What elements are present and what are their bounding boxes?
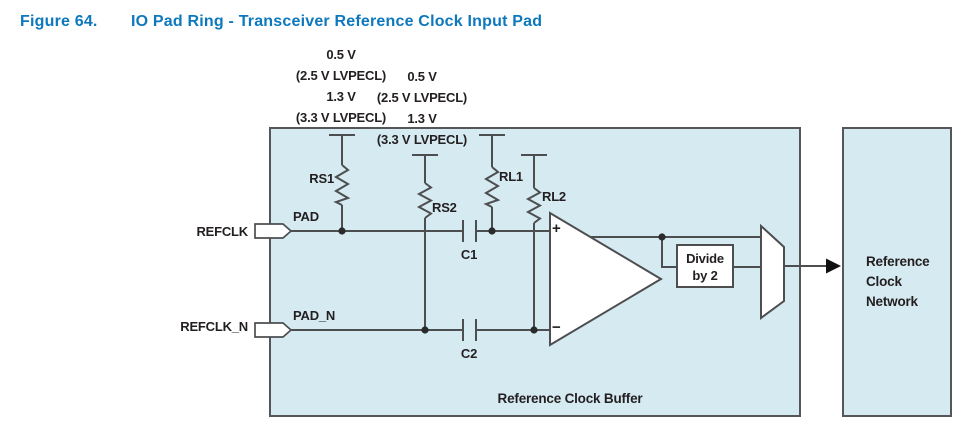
resistor-rl2-label: RL2 (542, 189, 566, 204)
comparator-minus-label: − (552, 319, 561, 336)
pad-net-label: PAD (293, 209, 319, 224)
capacitor-c2-label: C2 (460, 346, 478, 361)
refclk-n-port-label: REFCLK_N (180, 319, 248, 334)
reference-clock-network-box (842, 127, 952, 417)
supply-voltage-label-1: 0.5 V (2.5 V LVPECL) 1.3 V (3.3 V LVPECL… (295, 47, 387, 125)
resistor-rl1-label: RL1 (499, 169, 523, 184)
refclk-pad-symbol (254, 223, 293, 239)
junction-dot-rl1 (488, 227, 496, 235)
divider-box (676, 244, 734, 288)
mux-shape (760, 223, 785, 320)
divider-label: Divide by 2 (686, 251, 724, 283)
junction-dot-rs1 (338, 227, 346, 235)
junction-dot-output (658, 233, 666, 241)
resistor-rs1-label: RS1 (309, 171, 334, 186)
refclk-port-label: REFCLK (196, 224, 248, 239)
reference-clock-network-label: Reference Clock Network (866, 254, 930, 309)
supply-terminal-rs1 (329, 134, 355, 165)
supply-terminal-rl1 (479, 134, 505, 167)
capacitor-c1-symbol (462, 220, 477, 242)
reference-clock-buffer-label: Reference Clock Buffer (497, 391, 643, 406)
figure-number: Figure 64. (20, 13, 98, 30)
supply-terminal-rl2 (521, 154, 547, 188)
refclk-n-pad-symbol (254, 322, 293, 338)
comparator-triangle (549, 211, 663, 347)
resistor-rs1-symbol (333, 164, 351, 206)
junction-dot-rl2 (530, 326, 538, 334)
resistor-rs2-label: RS2 (432, 200, 457, 215)
junction-dot-rs2 (421, 326, 429, 334)
capacitor-c1-label: C1 (460, 247, 478, 262)
comparator-plus-label: + (552, 220, 561, 237)
figure-title: IO Pad Ring - Transceiver Reference Cloc… (131, 13, 543, 30)
supply-voltage-label-2: 0.5 V (2.5 V LVPECL) 1.3 V (3.3 V LVPECL… (376, 69, 468, 147)
output-arrowhead-icon (826, 258, 841, 274)
resistor-rl2-symbol (525, 187, 543, 224)
pad-n-net-label: PAD_N (293, 308, 336, 323)
supply-terminal-rs2 (412, 154, 438, 183)
wire-to-divider (661, 237, 677, 268)
resistor-rl1-symbol (483, 166, 501, 208)
resistor-rs2-symbol (416, 182, 434, 219)
capacitor-c2-symbol (462, 319, 477, 341)
